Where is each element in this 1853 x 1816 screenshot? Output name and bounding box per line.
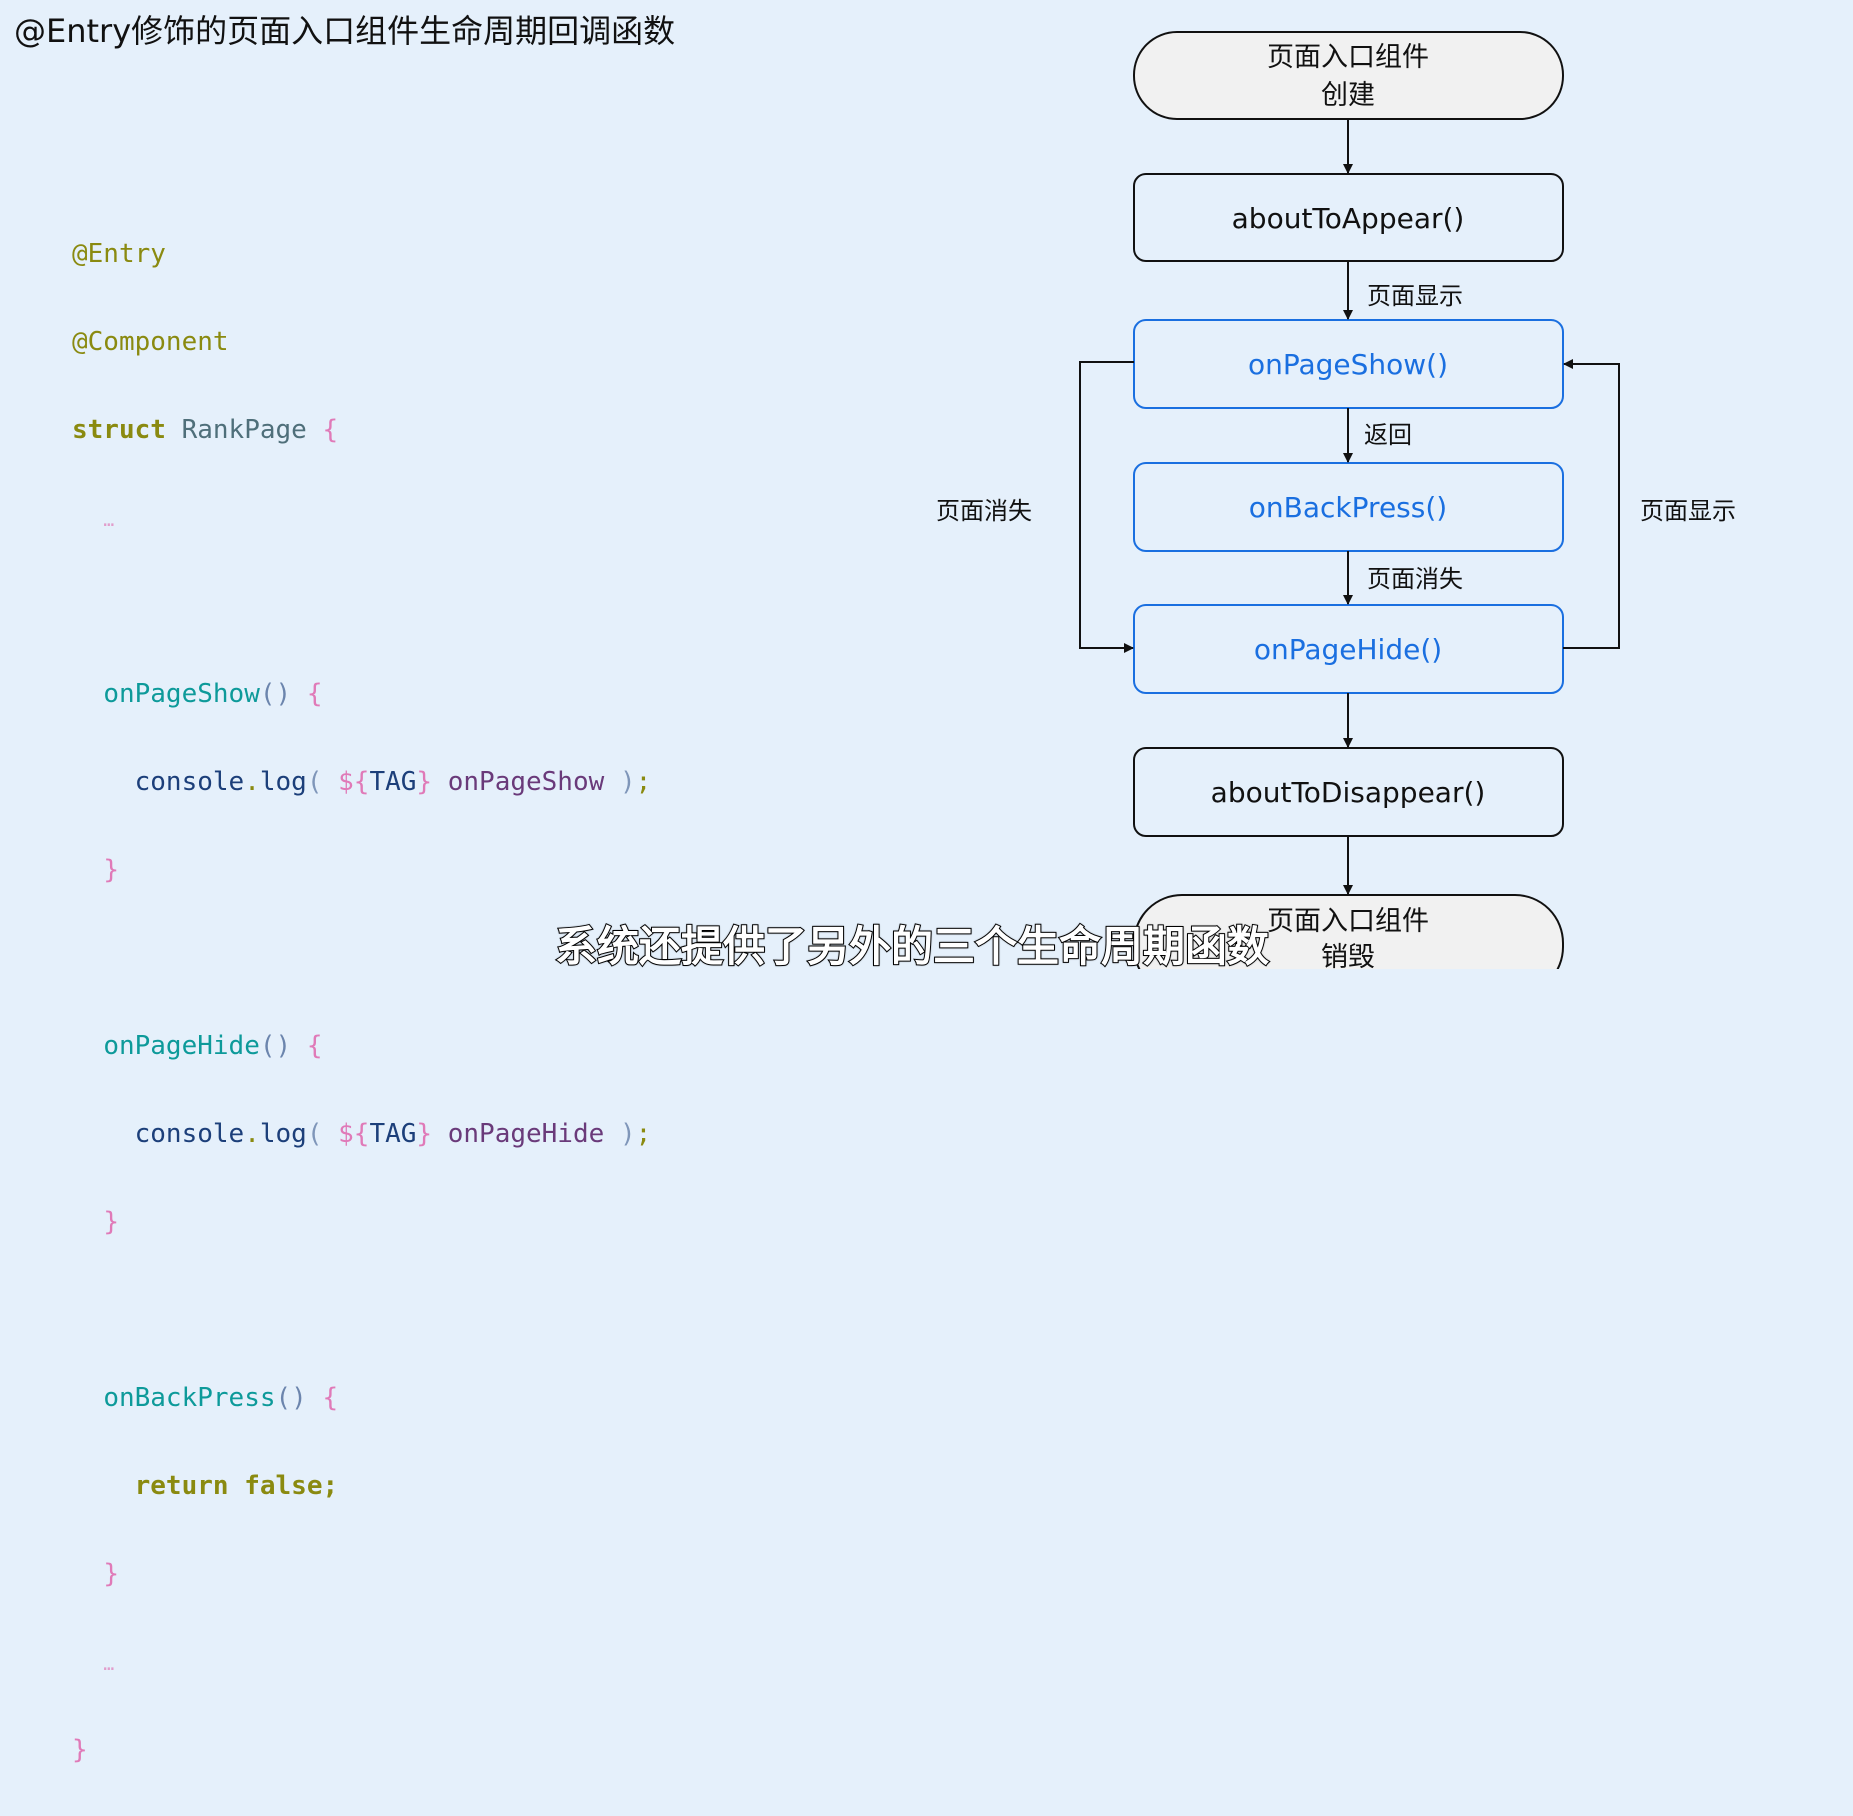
code-line: struct RankPage { bbox=[72, 408, 651, 452]
code-line: console.log( ${TAG} onPageShow ); bbox=[72, 760, 652, 804]
semicolon: ; bbox=[322, 1471, 339, 1501]
edge-label-right-loop: 页面显示 bbox=[1640, 497, 1736, 525]
code-line: onPageHide() { bbox=[72, 1024, 651, 1068]
node-about-to-appear-label: aboutToAppear() bbox=[1232, 202, 1465, 235]
brace: { bbox=[306, 679, 323, 709]
code-line: return false; bbox=[72, 1464, 651, 1508]
component-decorator: @Component bbox=[72, 327, 229, 357]
struct-keyword: struct bbox=[72, 415, 166, 445]
semicolon: ; bbox=[635, 1119, 652, 1149]
struct-name: RankPage bbox=[181, 415, 307, 445]
dot: . bbox=[244, 767, 260, 797]
node-destroy-line2: 销毁 bbox=[1321, 942, 1375, 969]
code-line: … bbox=[72, 1640, 651, 1684]
node-create-line1: 页面入口组件 bbox=[1267, 42, 1429, 73]
code-line: onPageShow() { bbox=[72, 672, 651, 716]
node-on-back-press-label: onBackPress() bbox=[1249, 491, 1447, 524]
console: console bbox=[134, 1119, 245, 1149]
fn-name: onPageShow bbox=[103, 679, 260, 709]
parens: () bbox=[275, 1383, 307, 1413]
log: log bbox=[259, 767, 307, 797]
entry-decorator: @Entry bbox=[72, 239, 166, 269]
message: onPageHide bbox=[447, 1119, 605, 1149]
paren: ) bbox=[619, 767, 636, 797]
edge-label-left-loop: 页面消失 bbox=[936, 497, 1032, 525]
paren: ) bbox=[619, 1119, 636, 1149]
return-keyword: return bbox=[134, 1471, 229, 1501]
fn-name: onBackPress bbox=[103, 1383, 276, 1413]
dot: . bbox=[244, 1119, 260, 1149]
code-line: } bbox=[72, 848, 651, 892]
tag-open: ${ bbox=[338, 767, 370, 797]
code-line: @Component bbox=[72, 320, 651, 364]
brace: { bbox=[322, 415, 339, 445]
message: onPageShow bbox=[447, 767, 605, 797]
console: console bbox=[134, 767, 245, 797]
code-line bbox=[72, 1288, 651, 1332]
code-line: console.log( ${TAG} onPageHide ); bbox=[72, 1112, 652, 1156]
edge-label-back-hide: 页面消失 bbox=[1367, 565, 1463, 593]
edge-label-appear-show: 页面显示 bbox=[1367, 282, 1463, 310]
video-subtitle: 系统还提供了另外的三个生命周期函数 bbox=[554, 921, 1270, 972]
brace: { bbox=[306, 1031, 323, 1061]
brace: } bbox=[72, 1735, 88, 1765]
parens: () bbox=[259, 679, 292, 709]
brace: } bbox=[103, 1559, 119, 1589]
node-create-line2: 创建 bbox=[1321, 80, 1375, 111]
paren: ( bbox=[306, 767, 323, 797]
node-on-page-hide-label: onPageHide() bbox=[1254, 633, 1442, 666]
edge-right-loop bbox=[1563, 359, 1620, 649]
tag: TAG bbox=[369, 1119, 417, 1149]
node-on-page-show-label: onPageShow() bbox=[1248, 348, 1448, 381]
log: log bbox=[259, 1119, 307, 1149]
paren: ( bbox=[306, 1119, 323, 1149]
node-destroy-line1: 页面入口组件 bbox=[1267, 906, 1429, 937]
parens: () bbox=[259, 1031, 292, 1061]
tag-close: } bbox=[416, 767, 433, 797]
fn-name: onPageHide bbox=[103, 1031, 260, 1061]
code-line: } bbox=[72, 1200, 651, 1244]
tag-open: ${ bbox=[338, 1119, 370, 1149]
page-title: @Entry修饰的页面入口组件生命周期回调函数 bbox=[14, 12, 676, 50]
node-destroy bbox=[1133, 894, 1564, 969]
node-about-to-disappear-label: aboutToDisappear() bbox=[1211, 776, 1486, 809]
false-keyword: false bbox=[244, 1471, 323, 1501]
edge-left-loop bbox=[1079, 361, 1134, 653]
tag: TAG bbox=[369, 767, 417, 797]
brace: } bbox=[103, 855, 119, 885]
edge-label-show-back: 返回 bbox=[1364, 421, 1412, 449]
brace: { bbox=[322, 1383, 339, 1413]
tag-close: } bbox=[416, 1119, 433, 1149]
ellipsis: … bbox=[103, 510, 115, 531]
brace: } bbox=[103, 1207, 119, 1237]
semicolon: ; bbox=[635, 767, 652, 797]
ellipsis: … bbox=[103, 1654, 115, 1675]
code-line: onBackPress() { bbox=[72, 1376, 651, 1420]
code-line: … bbox=[72, 496, 651, 540]
code-line: } bbox=[72, 1728, 651, 1772]
code-line: @Entry bbox=[72, 232, 651, 276]
lifecycle-diagram: 页面入口组件 创建 aboutToAppear() onPageShow() o… bbox=[936, 31, 1736, 969]
code-line: } bbox=[72, 1552, 651, 1596]
